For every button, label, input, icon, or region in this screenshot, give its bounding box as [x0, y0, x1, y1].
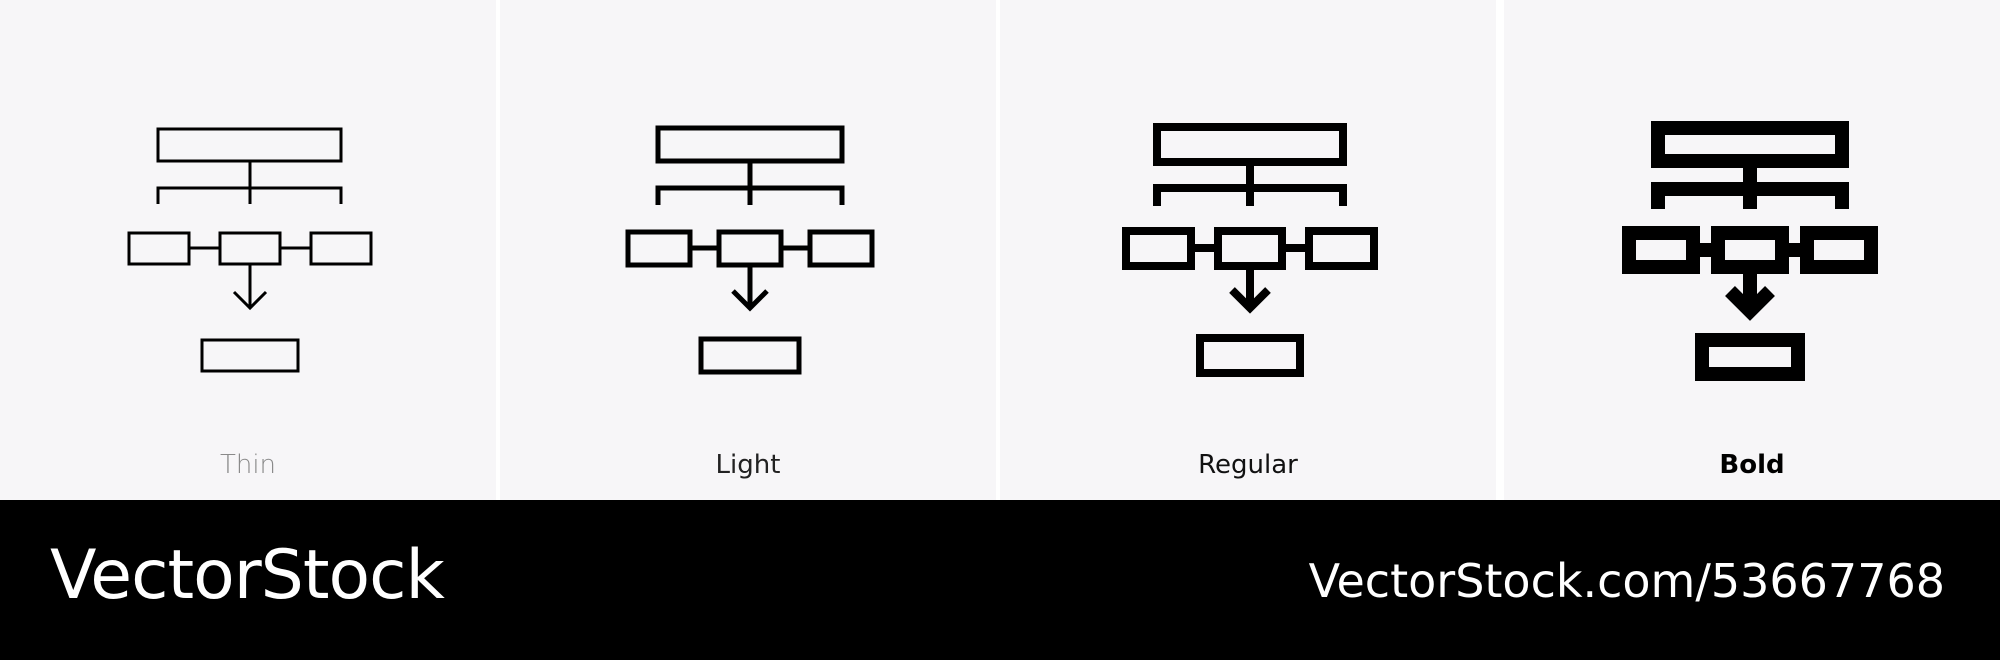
brand-logo-text: VectorStock [50, 536, 445, 615]
variant-panel-bold: Bold [1504, 0, 2000, 500]
footer-bar: VectorStock VectorStock.com/53667768 [0, 500, 2000, 660]
variant-label: Bold [1719, 450, 1785, 480]
flowchart-hierarchy-icon [127, 127, 373, 373]
variant-label: Thin [219, 450, 277, 480]
image-url: VectorStock.com/53667768 [1308, 554, 1945, 608]
variant-panel-regular: Regular [1000, 0, 1496, 500]
icon-variants: Thin Light [0, 0, 2000, 500]
flowchart-hierarchy-icon [1122, 123, 1378, 377]
flowchart-hierarchy-icon [625, 125, 875, 375]
variant-label: Regular [1198, 450, 1298, 480]
variant-panel-light: Light [500, 0, 996, 500]
variant-label: Light [715, 450, 781, 480]
flowchart-hierarchy-icon [1622, 121, 1878, 381]
variant-panel-thin: Thin [0, 0, 496, 500]
